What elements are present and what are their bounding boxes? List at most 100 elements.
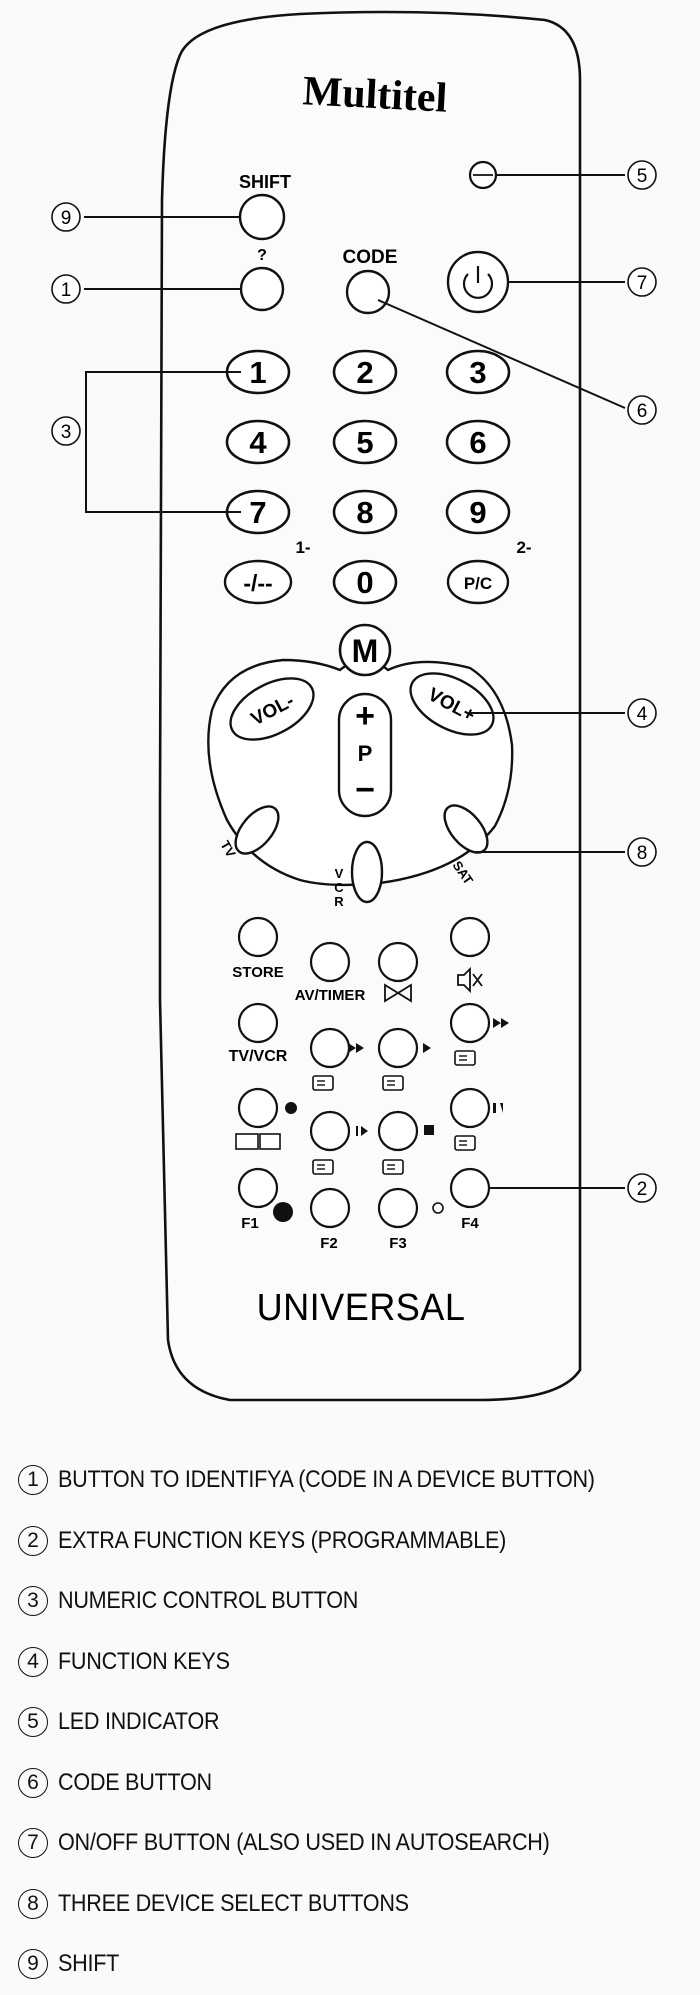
legend-text: FUNCTION KEYS bbox=[58, 1647, 230, 1675]
digit-4-button[interactable] bbox=[225, 419, 291, 465]
teletext-icon-5 bbox=[382, 1159, 404, 1175]
callout-6-marker bbox=[627, 395, 657, 425]
svg-text:C: C bbox=[334, 880, 344, 895]
record-dot-icon bbox=[285, 1102, 297, 1114]
play-icon bbox=[423, 1043, 431, 1053]
fast-forward-icon bbox=[493, 1018, 509, 1028]
pause-button[interactable] bbox=[449, 1087, 491, 1129]
program-plus-label: + bbox=[355, 697, 375, 735]
legend-item: 7 ON/OFF BUTTON (ALSO USED IN AUTOSEARCH) bbox=[18, 1813, 688, 1874]
digit-0-button[interactable] bbox=[332, 559, 398, 605]
legend-number: 3 bbox=[18, 1586, 48, 1617]
tv-device-button[interactable] bbox=[228, 799, 287, 861]
callout-7-marker bbox=[627, 267, 657, 297]
legend-number: 2 bbox=[18, 1525, 48, 1556]
f2-button[interactable] bbox=[309, 1187, 351, 1229]
mute-button[interactable] bbox=[338, 623, 392, 677]
callout-8-number: 8 bbox=[637, 843, 648, 864]
digit-5-button[interactable] bbox=[332, 419, 398, 465]
swap-button[interactable] bbox=[377, 941, 419, 983]
callout-3-marker bbox=[51, 416, 81, 446]
brand-logo: Multitel bbox=[302, 68, 449, 122]
record-button[interactable] bbox=[237, 1087, 279, 1129]
legend-number: 4 bbox=[18, 1646, 48, 1677]
teletext-icon-6 bbox=[454, 1135, 476, 1151]
callout-6-line bbox=[377, 299, 626, 409]
step-icon bbox=[356, 1126, 368, 1136]
legend-text: ON/OFF BUTTON (ALSO USED IN AUTOSEARCH) bbox=[58, 1829, 550, 1857]
callout-5-number: 5 bbox=[637, 166, 648, 187]
digit-4-label: 4 bbox=[249, 425, 267, 460]
step-button[interactable] bbox=[309, 1110, 351, 1152]
legend-number: 9 bbox=[18, 1949, 48, 1980]
callout-2-marker bbox=[627, 1173, 657, 1203]
stop-button[interactable] bbox=[377, 1110, 419, 1152]
power-icon bbox=[462, 266, 494, 299]
mute-label: M bbox=[352, 633, 379, 669]
teletext-icon-2 bbox=[382, 1075, 404, 1091]
store-label: STORE bbox=[232, 964, 283, 981]
pc-label: P/C bbox=[464, 574, 492, 593]
code-button[interactable] bbox=[345, 269, 391, 315]
identify-button[interactable] bbox=[239, 266, 285, 312]
tv-vcr-label: TV/VCR bbox=[229, 1048, 288, 1065]
f1-label: F1 bbox=[241, 1215, 259, 1232]
digit-mode-button[interactable] bbox=[223, 559, 293, 605]
vol-minus-button[interactable] bbox=[221, 666, 324, 752]
f2-label: F2 bbox=[320, 1235, 338, 1252]
program-label: P bbox=[358, 741, 373, 766]
shift-button[interactable] bbox=[238, 193, 286, 241]
f1-button[interactable] bbox=[237, 1167, 279, 1209]
legend-text: NUMERIC CONTROL BUTTON bbox=[58, 1587, 359, 1615]
legend-item: 3 NUMERIC CONTROL BUTTON bbox=[18, 1571, 688, 1632]
pc-button[interactable] bbox=[446, 559, 510, 605]
digit-3-label: 3 bbox=[469, 355, 486, 390]
callout-8-marker bbox=[627, 837, 657, 867]
f3-button[interactable] bbox=[377, 1187, 419, 1229]
vol-plus-button[interactable] bbox=[401, 661, 504, 747]
rewind-button[interactable] bbox=[309, 1027, 351, 1069]
legend-item: 4 FUNCTION KEYS bbox=[18, 1632, 688, 1693]
legend-number: 5 bbox=[18, 1707, 48, 1738]
tv-vcr-button[interactable] bbox=[237, 1002, 279, 1044]
digit-2-button[interactable] bbox=[332, 349, 398, 395]
vcr-device-label: V C R bbox=[334, 866, 344, 909]
digit-mode-label: -/-- bbox=[243, 570, 272, 596]
digit-8-button[interactable] bbox=[332, 489, 398, 535]
code-label: CODE bbox=[343, 247, 398, 268]
legend-text: CODE BUTTON bbox=[58, 1768, 212, 1796]
svg-text:R: R bbox=[334, 894, 344, 909]
f4-button[interactable] bbox=[449, 1167, 491, 1209]
program-rocker[interactable] bbox=[337, 692, 393, 818]
av-timer-button[interactable] bbox=[309, 941, 351, 983]
digit-6-label: 6 bbox=[469, 425, 486, 460]
legend-number: 7 bbox=[18, 1828, 48, 1859]
digit-7-label: 7 bbox=[249, 495, 266, 530]
digit-3-button[interactable] bbox=[445, 349, 511, 395]
store-button[interactable] bbox=[237, 916, 279, 958]
shift-label: SHIFT bbox=[239, 172, 291, 192]
legend-text: SHIFT bbox=[58, 1950, 120, 1978]
teletext-double-icon bbox=[235, 1133, 281, 1150]
sat-device-button[interactable] bbox=[437, 798, 496, 860]
callout-6-number: 6 bbox=[637, 401, 648, 422]
vcr-device-button[interactable] bbox=[350, 840, 384, 904]
digit-9-button[interactable] bbox=[445, 489, 511, 535]
play-button[interactable] bbox=[377, 1027, 419, 1069]
stop-icon bbox=[424, 1125, 434, 1135]
fast-forward-button[interactable] bbox=[449, 1002, 491, 1044]
callout-9-marker bbox=[51, 202, 81, 232]
legend-text: THREE DEVICE SELECT BUTTONS bbox=[58, 1889, 409, 1917]
mute-speaker-button[interactable] bbox=[449, 916, 491, 958]
tv-device-label: TV bbox=[217, 838, 238, 860]
digit-6-button[interactable] bbox=[445, 419, 511, 465]
callout-5-marker bbox=[627, 160, 657, 190]
